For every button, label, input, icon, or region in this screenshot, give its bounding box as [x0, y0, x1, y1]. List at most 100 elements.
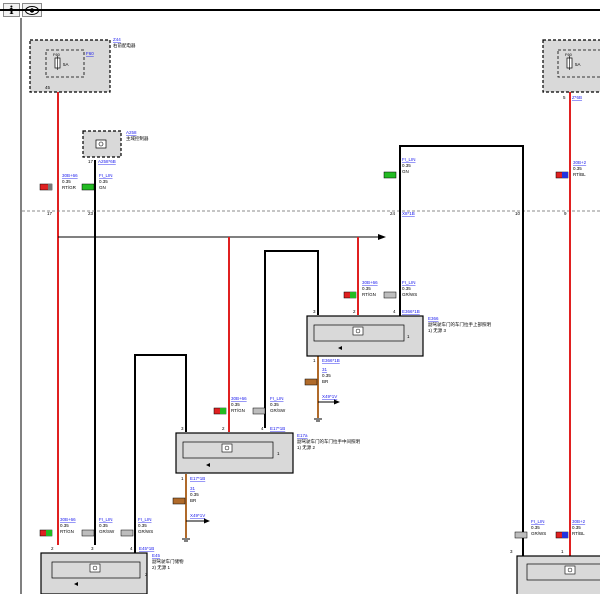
- ground-icon: [314, 418, 322, 422]
- svg-text:5A: 5A: [575, 62, 581, 67]
- svg-text:FI_LIN: FI_LIN: [99, 517, 113, 522]
- connector-link[interactable]: Z*6B: [572, 95, 582, 100]
- svg-text:0.35: 0.35: [190, 492, 199, 497]
- svg-text:1: 1: [181, 476, 184, 481]
- module-name: 副驾驶车门储物: [152, 558, 184, 565]
- svg-text:RT/GR: RT/GR: [62, 185, 77, 190]
- svg-text:FI_LIN: FI_LIN: [402, 157, 416, 162]
- module-e366[interactable]: [306, 315, 424, 357]
- fuse-link[interactable]: F60: [86, 51, 94, 56]
- lamp-icon: [352, 326, 364, 336]
- wire-black-loop: [399, 145, 524, 594]
- svg-text:30B+2: 30B+2: [572, 519, 586, 524]
- svg-text:1: 1: [313, 358, 316, 363]
- svg-text:0.35: 0.35: [322, 373, 331, 378]
- svg-text:GR/WS: GR/WS: [402, 292, 417, 297]
- module-note: 2) 无源 1: [152, 564, 171, 571]
- svg-text:1: 1: [561, 549, 564, 554]
- svg-text:0.35: 0.35: [573, 166, 582, 171]
- module-code-link[interactable]: E17a: [297, 433, 308, 438]
- wire-label-w9: 31 0.35 BR: [172, 486, 199, 505]
- svg-text:0.35: 0.35: [402, 286, 411, 291]
- svg-text:BR: BR: [322, 379, 329, 384]
- svg-text:FI_LIN: FI_LIN: [402, 280, 416, 285]
- ground-link[interactable]: X49*1V: [190, 513, 205, 518]
- splice-pin: 10: [515, 211, 521, 216]
- svg-text:F60: F60: [565, 52, 573, 57]
- svg-text:1: 1: [407, 334, 410, 339]
- svg-text:0.35: 0.35: [138, 523, 147, 528]
- svg-text:31: 31: [190, 486, 196, 491]
- svg-text:GR/SW: GR/SW: [270, 408, 286, 413]
- module-note: 1) 无源 3: [428, 327, 447, 334]
- splice-connector-link[interactable]: X8*1B: [402, 211, 415, 216]
- module-a258[interactable]: [82, 130, 122, 158]
- wire-label-w12: FI_LIN 0.35 GR/WS: [120, 517, 153, 537]
- svg-text:4: 4: [261, 426, 264, 431]
- svg-text:0.35: 0.35: [531, 525, 540, 530]
- svg-text:30B+66: 30B+66: [362, 280, 378, 285]
- module-e45[interactable]: [40, 552, 148, 594]
- fuse-icon: [54, 56, 61, 70]
- svg-text:0.35: 0.35: [270, 402, 279, 407]
- module-name: 副驾驶车门的车门拉手上部照明: [428, 321, 491, 328]
- wire-label-w1: 30B+66 0.35 RT/GR: [39, 173, 78, 191]
- svg-text:2: 2: [51, 546, 54, 551]
- svg-text:GR/WS: GR/WS: [138, 529, 153, 534]
- svg-text:0.35: 0.35: [362, 286, 371, 291]
- connector-link[interactable]: E17*1B: [190, 476, 205, 481]
- wire-label-w6: 31 0.35 BR: [304, 367, 331, 386]
- wire-label-w4: 30B+66 0.35 RT/GN: [343, 280, 378, 299]
- module-z44-right[interactable]: F60 5A: [542, 39, 600, 93]
- module-code-link[interactable]: E366: [428, 316, 439, 321]
- svg-text:FI_LIN: FI_LIN: [99, 173, 113, 178]
- svg-text:0.35: 0.35: [99, 523, 108, 528]
- module-code-link[interactable]: Z44: [113, 37, 121, 42]
- wire-black-e17a: [134, 354, 187, 556]
- wire-label-w2: FI_LIN 0.35 GN: [81, 173, 113, 191]
- connector-link[interactable]: E366*1B: [322, 358, 340, 363]
- connector-link[interactable]: E45*1B: [139, 546, 154, 551]
- wire-label-w10: 30B+66 0.35 RT/GN: [39, 517, 76, 537]
- connector-link[interactable]: A258*6B: [98, 159, 116, 164]
- module-code-link[interactable]: E45: [152, 553, 161, 558]
- wire-label-w7: 30B+66 0.35 RT/GN: [213, 396, 247, 415]
- svg-text:GN: GN: [99, 185, 106, 190]
- module-bottom-right[interactable]: [516, 555, 600, 594]
- module-name: 副驾驶车门的车门拉手中间照明: [297, 438, 360, 445]
- splice-pin: 24: [390, 211, 396, 216]
- svg-text:0.35: 0.35: [62, 179, 71, 184]
- wire-label-w5: FI_LIN 0.35 GR/WS: [383, 280, 417, 299]
- wire-black-e366: [264, 250, 319, 428]
- module-code-link[interactable]: A258: [126, 130, 137, 135]
- controller-icon: [95, 139, 107, 149]
- svg-text:0.35: 0.35: [60, 523, 69, 528]
- svg-text:BR: BR: [190, 498, 197, 503]
- fuse-number: F60: [53, 52, 61, 57]
- pin-label: 17: [88, 159, 94, 164]
- svg-text:GR/SW: GR/SW: [99, 529, 115, 534]
- lamp-icon: [89, 563, 101, 573]
- module-e17a[interactable]: [175, 432, 294, 474]
- svg-text:RT/BL: RT/BL: [573, 172, 586, 177]
- ground-link[interactable]: X49*1V: [322, 394, 337, 399]
- svg-text:2: 2: [222, 426, 225, 431]
- svg-text:0.35: 0.35: [99, 179, 108, 184]
- module-name: 右前配电器: [113, 42, 136, 49]
- connector-link[interactable]: E366*1B: [402, 309, 420, 314]
- svg-text:4: 4: [393, 309, 396, 314]
- arrow-icon: [204, 518, 210, 524]
- svg-text:30B+66: 30B+66: [60, 517, 76, 522]
- svg-text:RT/GN: RT/GN: [362, 292, 376, 297]
- arrow-icon: [378, 234, 386, 240]
- fuse-icon: [566, 56, 573, 70]
- wire-label-w13: 30B+2 0.35 RT/BL: [555, 160, 587, 179]
- module-z44[interactable]: F60 5A 45: [29, 39, 111, 93]
- connector-link[interactable]: E17*1B: [270, 426, 285, 431]
- svg-text:RT/BL: RT/BL: [572, 531, 585, 536]
- svg-text:3: 3: [510, 549, 513, 554]
- svg-text:FI_LIN: FI_LIN: [138, 517, 152, 522]
- svg-text:RT/GN: RT/GN: [60, 529, 74, 534]
- svg-text:30B+66: 30B+66: [231, 396, 247, 401]
